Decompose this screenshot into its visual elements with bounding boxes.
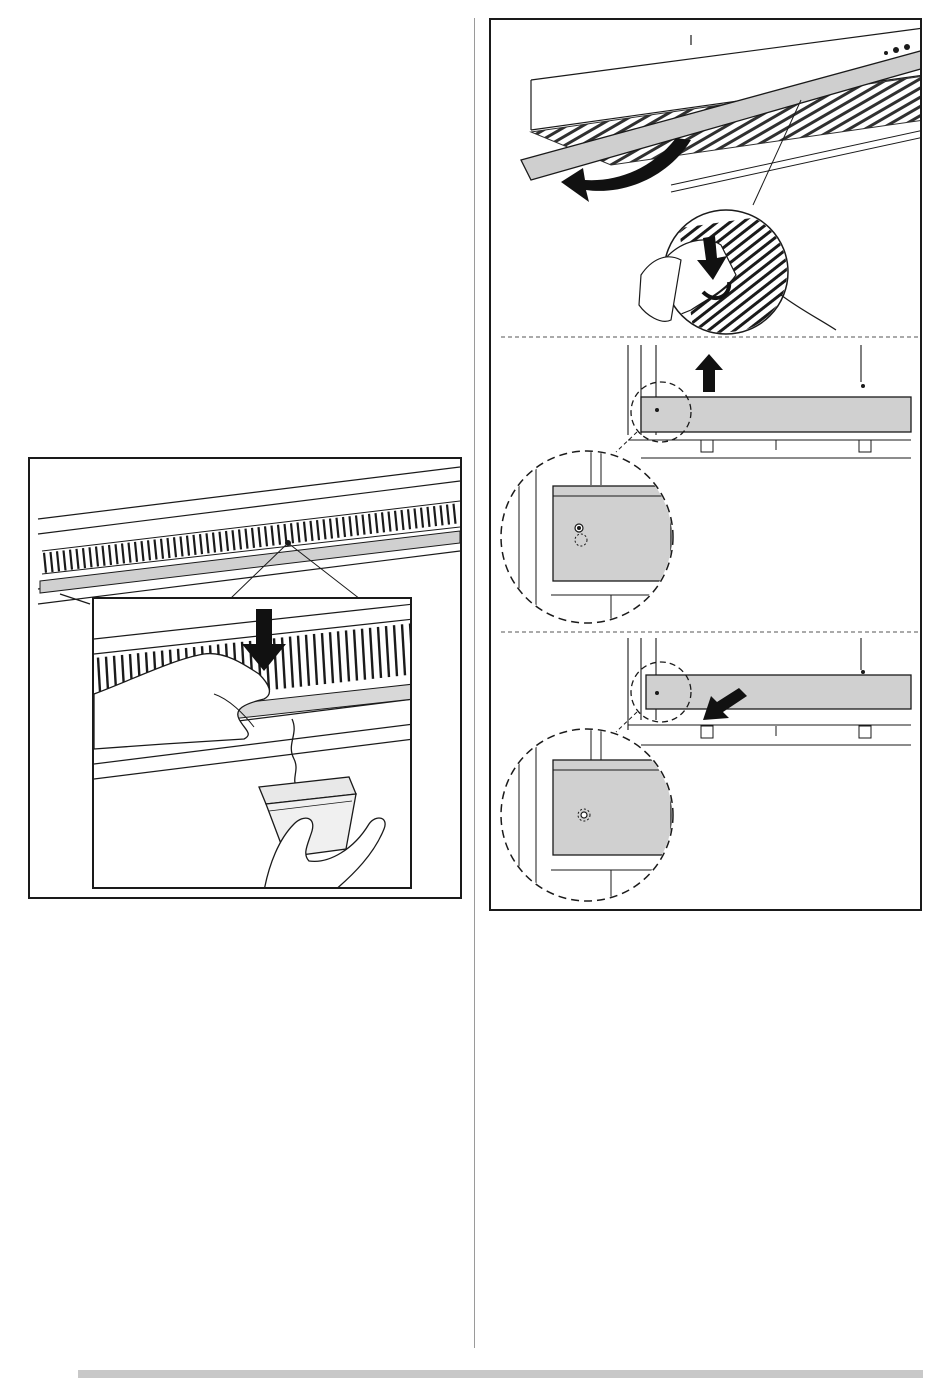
filter-slat <box>103 546 105 566</box>
filter-slat <box>454 504 456 524</box>
filter-slat <box>290 637 293 688</box>
filter-slat <box>109 545 111 565</box>
filter-slat <box>57 551 59 571</box>
filter-slat <box>129 543 131 563</box>
filter-slat <box>259 527 261 547</box>
filter-slat <box>122 543 124 563</box>
column-divider <box>474 18 475 1348</box>
filter-slat <box>317 520 319 540</box>
filter-slat <box>226 531 228 551</box>
stage-pull-out-filter <box>501 638 911 901</box>
filter-slat <box>408 509 410 529</box>
filter-slat <box>272 526 274 546</box>
grease-drain-detail-illustration <box>94 599 412 889</box>
figure-filter-removal <box>489 18 922 911</box>
filter-slat <box>421 508 423 528</box>
filter-slat <box>298 522 300 542</box>
filter-slat <box>70 550 72 570</box>
filter-slat <box>330 632 333 683</box>
filter-slat <box>265 526 267 546</box>
filter-slat <box>246 529 248 549</box>
stage-lift-filter <box>501 345 911 623</box>
filter-slat <box>330 519 332 539</box>
filter-slat <box>434 506 436 526</box>
filter-slat <box>415 508 417 528</box>
filter-in-place <box>646 675 911 709</box>
filter-slat <box>311 521 313 541</box>
filter-slat <box>96 547 98 567</box>
filter-slat <box>428 507 430 527</box>
filter-slat <box>83 548 85 568</box>
filter-slat <box>338 631 341 682</box>
filter-slat <box>370 628 373 679</box>
filter-slat <box>354 630 357 681</box>
figure-grease-drain <box>28 457 462 899</box>
filter-rail <box>40 531 460 593</box>
filter-slat <box>220 532 222 552</box>
filter-slat <box>314 634 317 685</box>
filter-slat <box>174 537 176 557</box>
filter-slat <box>378 627 381 678</box>
filter-slat <box>278 525 280 545</box>
filter-slat <box>343 517 345 537</box>
filter-slat <box>382 512 384 532</box>
hand-pressing-icon <box>94 654 269 749</box>
filter-slat <box>252 528 254 548</box>
filter-slat <box>298 636 301 687</box>
filter-slat <box>187 536 189 556</box>
filter-slat <box>181 536 183 556</box>
filter-slat <box>322 633 325 684</box>
filter-slat <box>306 635 309 686</box>
filter-slat <box>447 505 449 525</box>
filter-slat <box>441 505 443 525</box>
filter-slat <box>161 539 163 559</box>
filter-slat <box>155 540 157 560</box>
filter-slat <box>168 538 170 558</box>
filter-slat <box>44 553 46 573</box>
filter-slat <box>291 523 293 543</box>
filter-slat <box>77 549 79 569</box>
filter-slat <box>200 534 202 554</box>
filter-slat <box>363 515 365 535</box>
filter-slat <box>90 547 92 567</box>
filter-slat <box>386 626 389 677</box>
filter-slat <box>142 541 144 561</box>
hands-icon <box>639 257 681 321</box>
filter-slat <box>324 519 326 539</box>
filter-slat <box>402 510 404 530</box>
footer-rule <box>78 1370 923 1378</box>
filter-slat <box>389 512 391 532</box>
figure-grease-drain-detail <box>92 597 412 889</box>
filter-slat <box>116 544 118 564</box>
filter-slat <box>402 624 405 675</box>
filter-slat <box>304 522 306 542</box>
filter-slat <box>239 529 241 549</box>
up-arrow-icon <box>695 354 723 392</box>
filter-slat <box>346 630 349 681</box>
filter-lifted <box>641 397 911 432</box>
filter-slat <box>356 515 358 535</box>
filter-slat <box>64 550 66 570</box>
filter-removal-illustration <box>491 20 922 911</box>
stage-open-panel <box>521 28 922 337</box>
filter-slat <box>350 516 352 536</box>
filter-slat <box>207 533 209 553</box>
filter-slat <box>395 511 397 531</box>
filter-slat <box>376 513 378 533</box>
filter-slat <box>410 623 412 674</box>
filter-slat <box>369 514 371 534</box>
filter-slat <box>148 540 150 560</box>
filter-slat <box>194 535 196 555</box>
filter-slat <box>362 629 365 680</box>
filter-slat <box>394 625 397 676</box>
filter-slat <box>233 530 235 550</box>
filter-slat <box>337 518 339 538</box>
filter-slat <box>213 533 215 553</box>
filter-slat <box>51 552 53 572</box>
filter-slat <box>135 542 137 562</box>
